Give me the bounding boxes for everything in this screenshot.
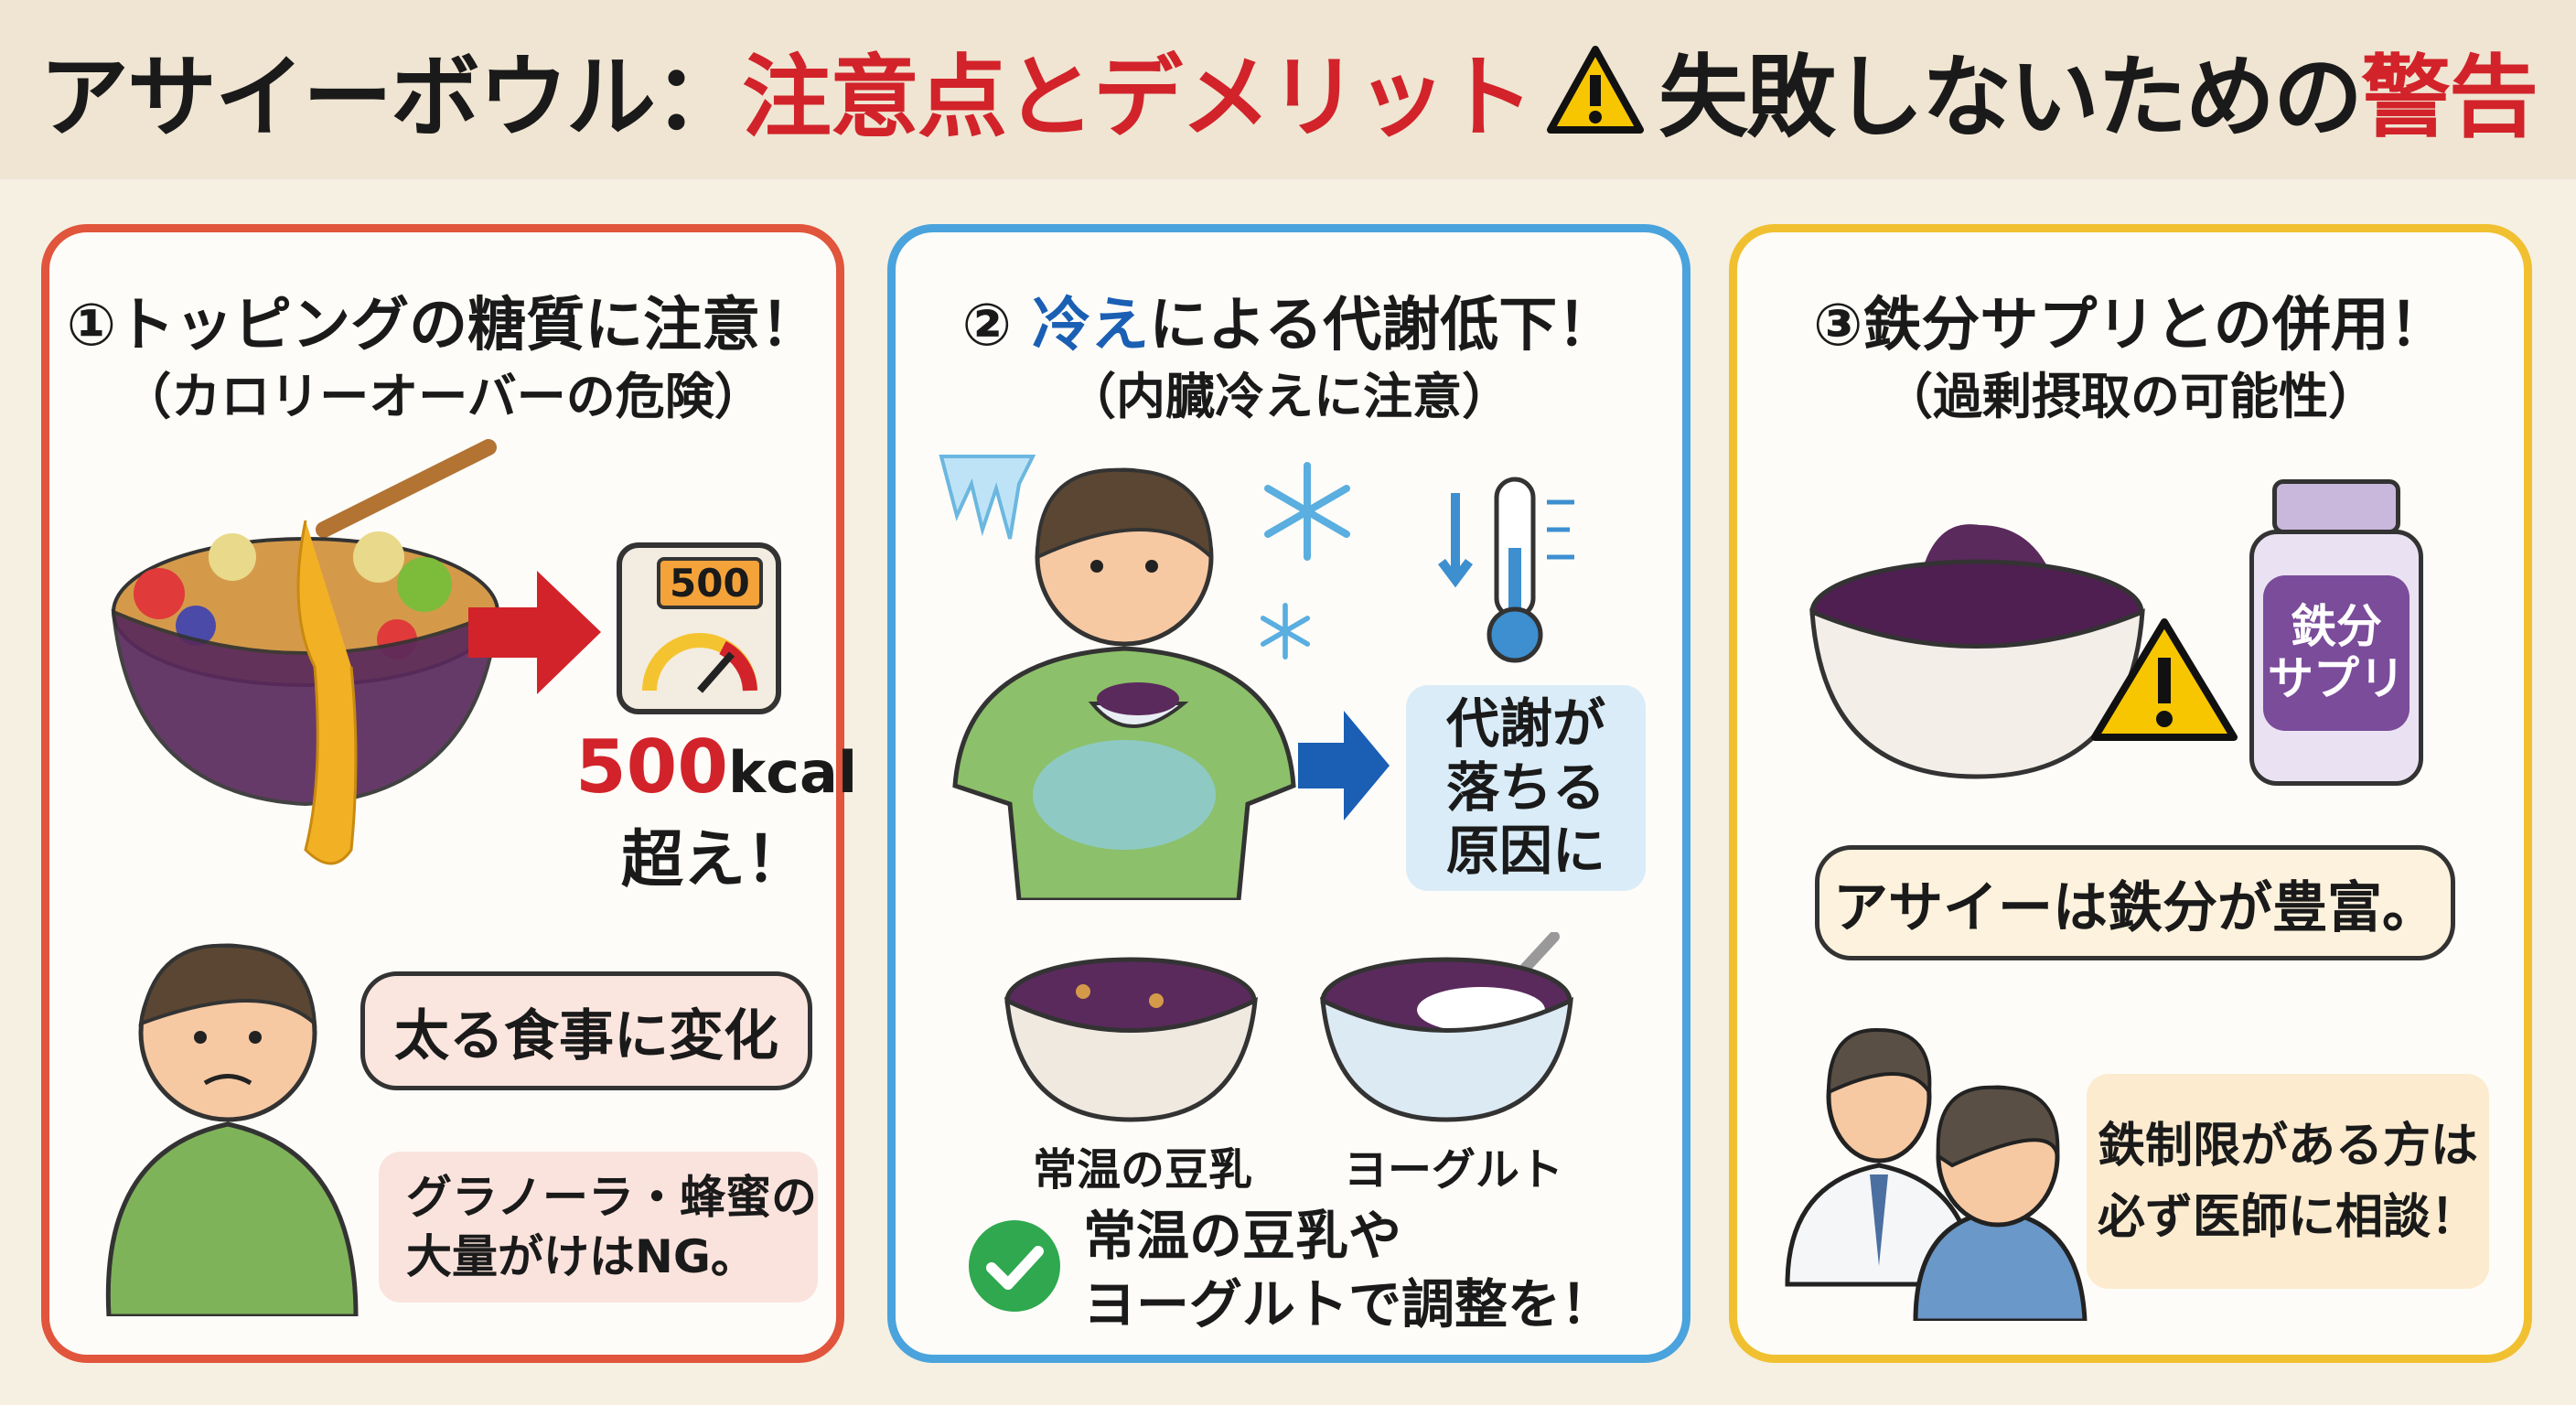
bottle-label-line: サプリ bbox=[2268, 652, 2405, 705]
panel-subtitle: （過剰摂取の可能性） bbox=[1884, 368, 2377, 425]
bottle-label: 鉄分サプリ bbox=[2263, 575, 2410, 731]
bottle-label-line: 鉄分 bbox=[2291, 599, 2382, 653]
panel-cold: ② 冷えによる代謝低下！ （内臓冷えに注意） 代謝が落ちる原因に 常温の豆乳 ヨ… bbox=[887, 224, 1690, 1363]
speech-bubble: アサイーは鉄分が豊富。 bbox=[1815, 845, 2455, 960]
bowl-label: 常温の豆乳 bbox=[1033, 1144, 1253, 1196]
title-part: アサイーボウル： bbox=[38, 46, 744, 150]
acai-bowl-illustration bbox=[111, 439, 500, 865]
snowflake-icon bbox=[1264, 462, 1350, 561]
note-line: 大量がけはNG。 bbox=[406, 1229, 757, 1283]
bottle-cap bbox=[2272, 479, 2400, 534]
panel-heading: ①トッピングの糖質に注意！ bbox=[66, 292, 820, 359]
warning-note: グラノーラ・蜂蜜の 大量がけはNG。 bbox=[379, 1152, 818, 1303]
panel-heading: ③鉄分サプリとの併用！ bbox=[1813, 292, 2448, 359]
calorie-text: 500kcal bbox=[575, 731, 857, 804]
overweight-person-illustration bbox=[105, 943, 359, 1316]
yogurt-bowl-illustration bbox=[1320, 932, 1573, 1122]
gauge-meter-icon bbox=[642, 633, 757, 693]
calorie-gauge: 500 bbox=[617, 542, 781, 714]
bowl-label: ヨーグルト bbox=[1344, 1144, 1564, 1196]
note-line: 必ず医師に相談！ bbox=[2097, 1189, 2478, 1245]
title-part: 失敗しないための bbox=[1658, 46, 2363, 150]
title-highlight: 警告 bbox=[2361, 46, 2538, 150]
soy-milk-bowl-illustration bbox=[1004, 957, 1258, 1122]
calorie-number: 500 bbox=[575, 724, 728, 810]
bubble-text: 太る食事に変化 bbox=[394, 1003, 778, 1068]
arrow-right-icon bbox=[1298, 711, 1390, 820]
thermometer-icon bbox=[1438, 477, 1574, 663]
note-line: グラノーラ・蜂蜜の bbox=[406, 1170, 817, 1224]
tip-line: 常温の豆乳や bbox=[1083, 1205, 1402, 1267]
panel-iron: ③鉄分サプリとの併用！ （過剰摂取の可能性） 鉄分サプリ アサイーは鉄分が豊富。… bbox=[1729, 224, 2532, 1363]
snowflake-small-icon bbox=[1260, 603, 1311, 660]
doctor-patient-illustration bbox=[1785, 1027, 2088, 1321]
boy-eating-illustration bbox=[952, 467, 1296, 900]
title-highlight: 注意点とデメリット bbox=[741, 46, 1534, 150]
box-line: 原因に bbox=[1445, 820, 1605, 883]
page-title: アサイーボウル： 注意点とデメリット 失敗しないための 警告 bbox=[0, 0, 2576, 179]
consult-doctor-note: 鉄制限がある方は必ず医師に相談！ bbox=[2087, 1074, 2489, 1289]
panel-toppings: ①トッピングの糖質に注意！ （カロリーオーバーの危険） 500 500kcal … bbox=[41, 224, 857, 1363]
panel-heading: ② 冷えによる代謝低下！ bbox=[896, 278, 1682, 362]
acai-bowl-illustration bbox=[1809, 524, 2145, 779]
bubble-text: アサイーは鉄分が豊富。 bbox=[1833, 875, 2437, 940]
warning-icon bbox=[1547, 46, 1644, 134]
metabolism-box: 代謝が落ちる原因に bbox=[1406, 685, 1646, 891]
check-circle-icon bbox=[969, 1220, 1060, 1312]
calorie-suffix: 超え！ bbox=[621, 824, 809, 896]
panel-subtitle: （内臓冷えに注意） bbox=[1067, 368, 1511, 425]
tip-text: 常温の豆乳やヨーグルトで調整を！ bbox=[1083, 1202, 1614, 1340]
heading-text: による代謝低下！ bbox=[1149, 292, 1616, 359]
calorie-unit: kcal bbox=[728, 739, 858, 806]
heading-accent: 冷え bbox=[1032, 292, 1150, 359]
note-line: 鉄制限がある方は bbox=[2097, 1118, 2478, 1174]
heading-number: ② bbox=[961, 292, 1012, 359]
panel-subtitle: （カロリーオーバーの危険） bbox=[122, 368, 764, 425]
speech-bubble: 太る食事に変化 bbox=[360, 971, 812, 1090]
ice-icon bbox=[939, 455, 1036, 540]
box-line: 落ちる bbox=[1445, 756, 1605, 819]
box-line: 代謝が bbox=[1445, 692, 1605, 756]
iron-supplement-bottle: 鉄分サプリ bbox=[2249, 479, 2423, 786]
arrow-right-icon bbox=[468, 571, 601, 694]
warning-icon bbox=[2091, 618, 2238, 741]
gauge-label: 500 bbox=[657, 557, 763, 609]
tip-line: ヨーグルトで調整を！ bbox=[1083, 1273, 1615, 1336]
